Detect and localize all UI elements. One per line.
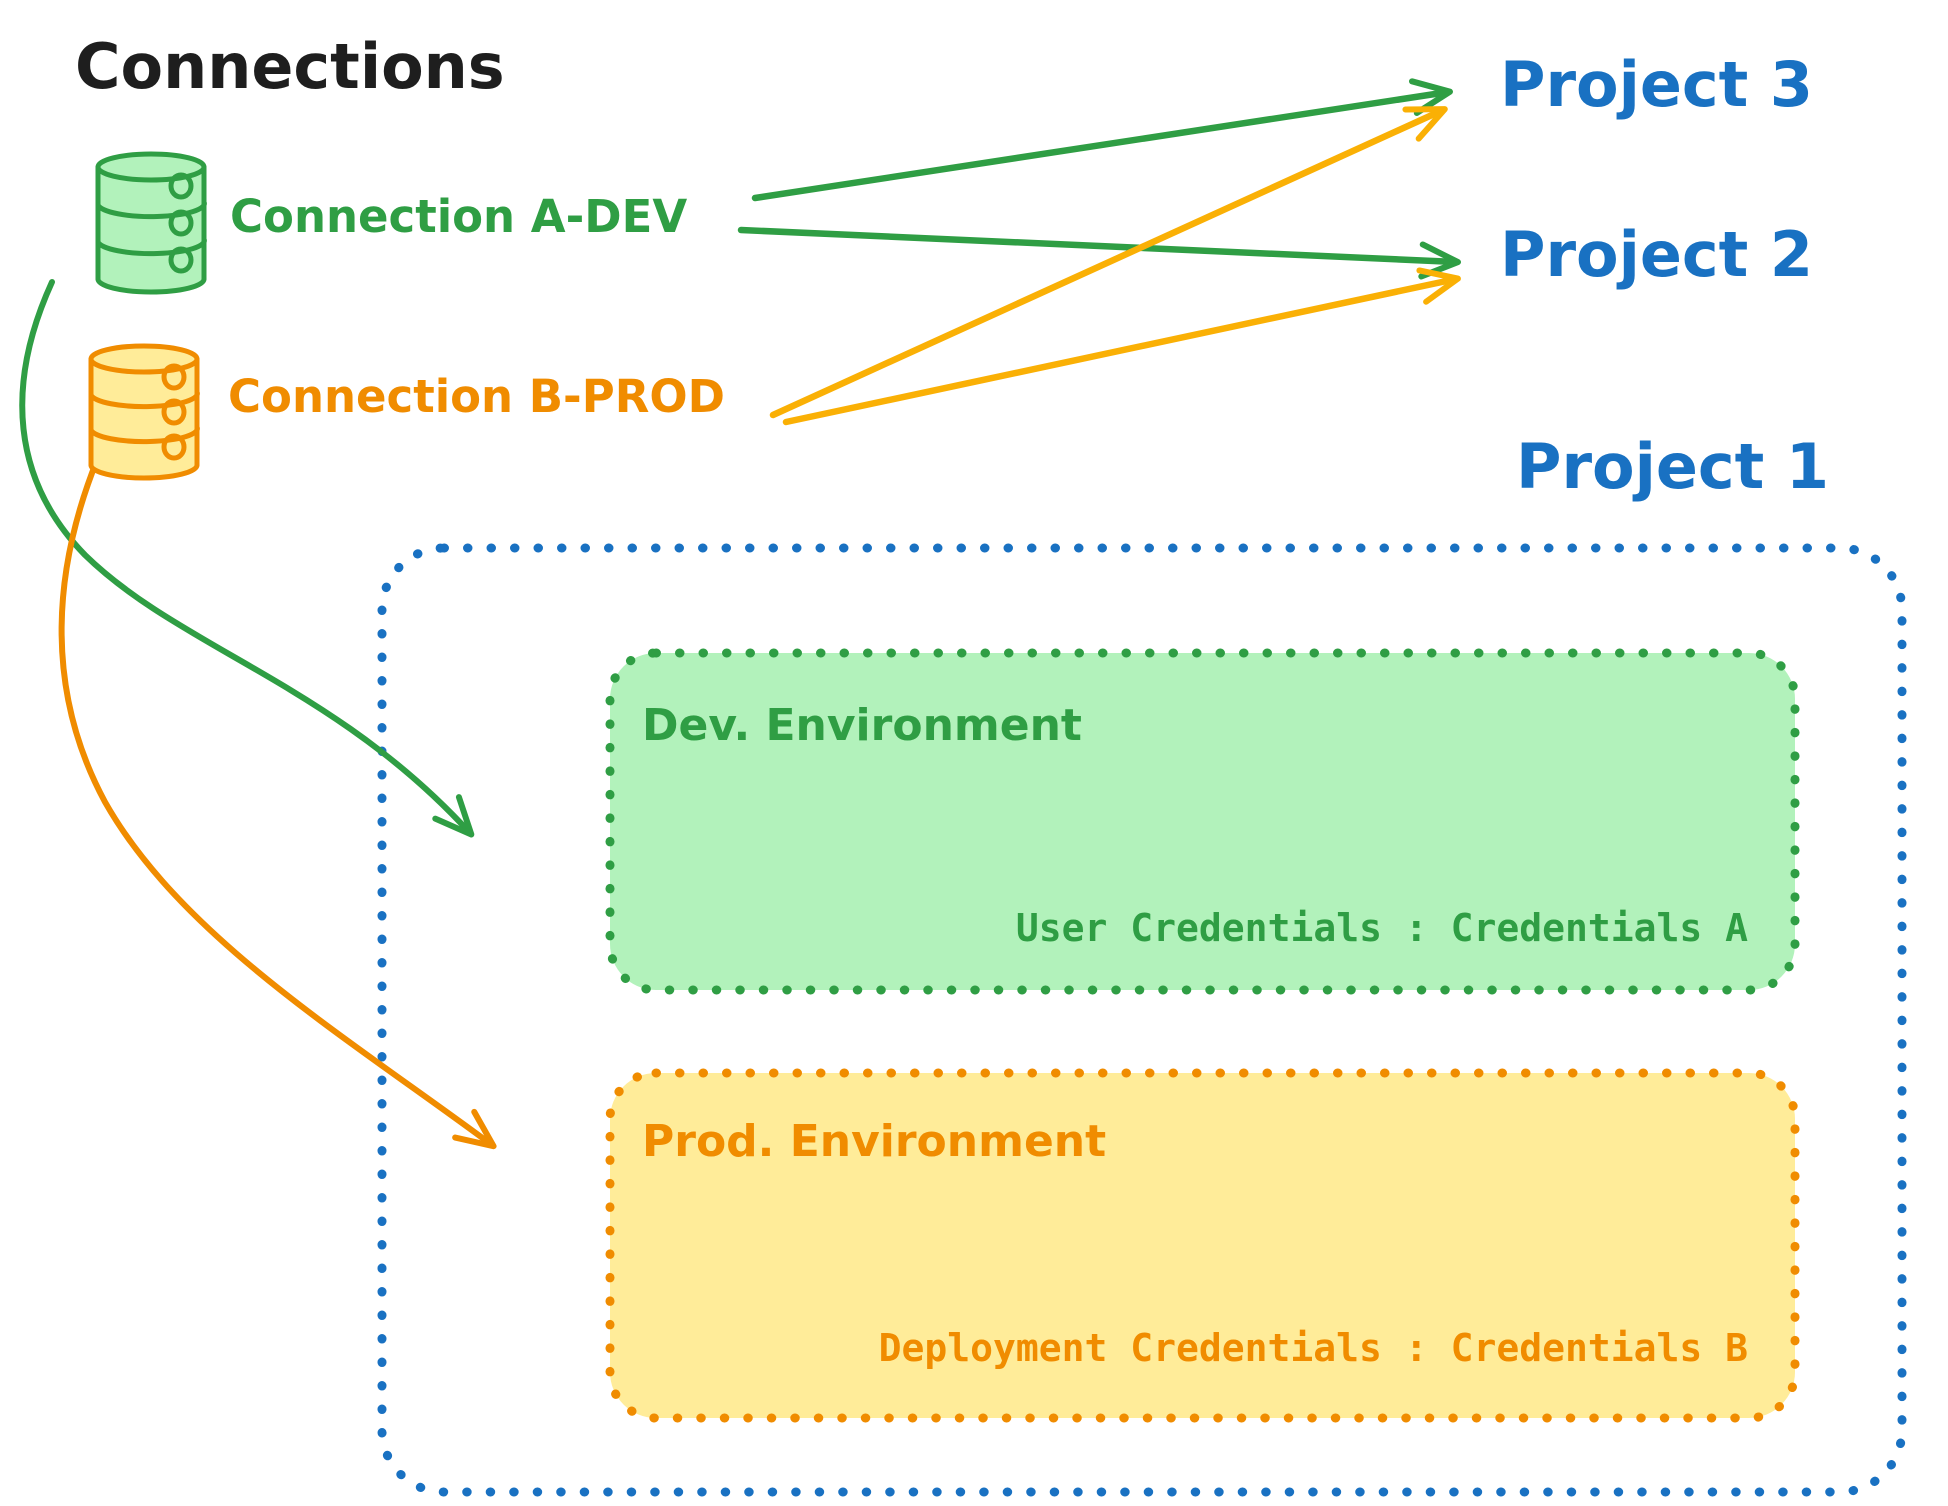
connection-a-dev-label: Connection A-DEV <box>230 190 688 243</box>
project-1-container <box>377 543 1907 1497</box>
arrow-a-dev-to-project-3 <box>751 78 1453 202</box>
prod-environment-box <box>605 1068 1800 1423</box>
project-2-label: Project 2 <box>1500 218 1814 291</box>
arrow-b-prod-to-project-2 <box>782 267 1461 426</box>
arrow-b-prod-to-project-3 <box>769 106 1448 419</box>
connection-b-prod-label: Connection B-PROD <box>228 370 725 423</box>
dev-environment-credentials: User Credentials : Credentials A <box>1015 906 1748 950</box>
database-icon <box>88 343 200 481</box>
project-1-label: Project 1 <box>1516 430 1830 503</box>
database-icon <box>95 151 207 295</box>
dev-environment-label: Dev. Environment <box>642 700 1082 751</box>
dev-environment-box <box>605 648 1800 995</box>
diagram-title: Connections <box>75 30 505 103</box>
arrow-a-dev-to-project-2 <box>737 226 1461 280</box>
prod-environment-credentials: Deployment Credentials : Credentials B <box>878 1326 1748 1370</box>
arrow-b-prod-to-prod-environment <box>58 457 497 1150</box>
prod-environment-label: Prod. Environment <box>642 1116 1107 1167</box>
project-3-label: Project 3 <box>1500 48 1814 121</box>
arrow-a-dev-to-dev-environment <box>19 279 475 838</box>
